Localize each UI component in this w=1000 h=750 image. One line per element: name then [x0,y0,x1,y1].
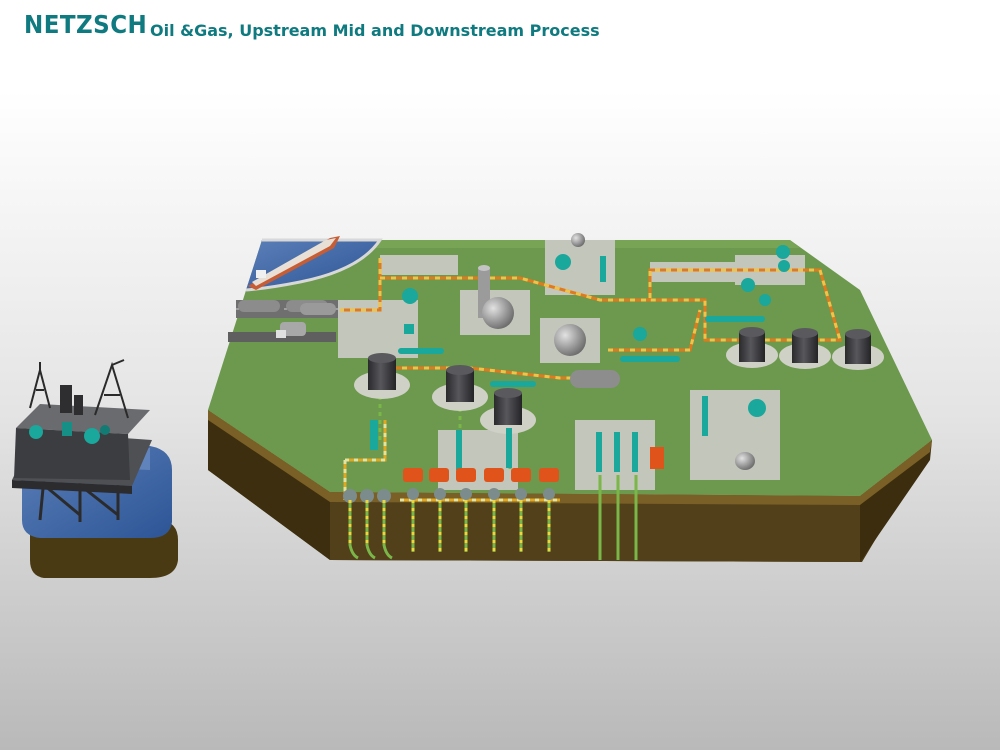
storage-tanks[interactable] [354,327,884,434]
wellheads[interactable] [343,468,559,503]
tanker-ship[interactable] [248,236,340,290]
spherical-tank[interactable] [482,233,586,356]
brand-logo[interactable]: NETZSCH [24,10,148,39]
harbour [245,238,383,292]
horizontal-tank[interactable] [570,370,755,470]
well-bores [348,475,638,560]
tanker-truck[interactable] [276,322,306,338]
control-box[interactable] [650,447,664,469]
rail-tank-cars[interactable] [238,300,336,315]
platform-pump-icon [29,422,110,444]
page-title: Oil &Gas, Upstream Mid and Downstream Pr… [150,21,600,40]
pump-units[interactable] [370,245,790,472]
offshore-platform[interactable] [12,359,178,578]
header: NETZSCH Oil &Gas, Upstream Mid and Downs… [0,0,1000,60]
